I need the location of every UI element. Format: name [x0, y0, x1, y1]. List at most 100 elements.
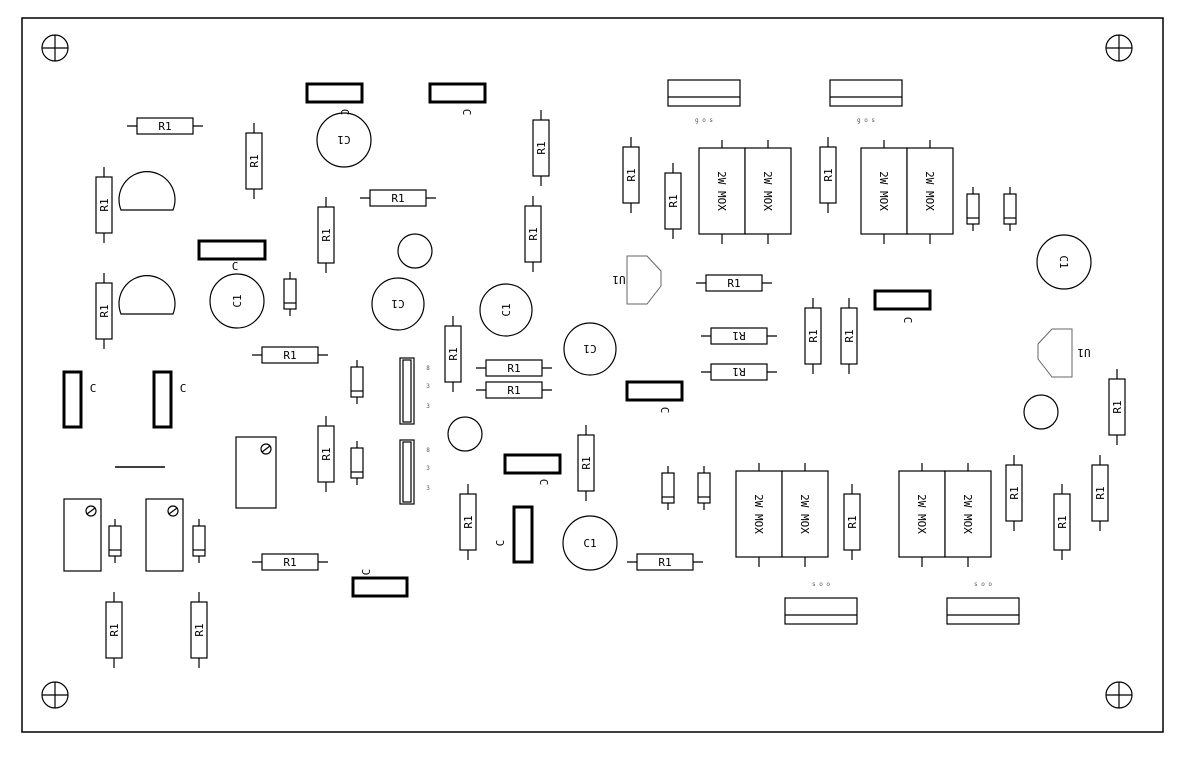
svg-text:R1: R1: [158, 120, 171, 133]
svg-text:R1: R1: [807, 329, 820, 342]
resistor: R1: [476, 359, 552, 377]
trimmer-pot: [235, 436, 277, 509]
trimmer-pot: [145, 498, 184, 572]
resistor: R1: [1005, 455, 1023, 531]
resistor: R1: [1108, 369, 1126, 445]
resistor: R1: [843, 484, 861, 560]
svg-text:2W MOX: 2W MOX: [915, 494, 928, 534]
svg-text:3: 3: [426, 465, 430, 472]
svg-text:C: C: [90, 382, 97, 395]
film-capacitor: C: [503, 453, 562, 485]
svg-text:R1: R1: [1111, 400, 1124, 413]
svg-text:R1: R1: [843, 329, 856, 342]
transistor: [118, 275, 176, 315]
svg-text:R1: R1: [667, 194, 680, 207]
trimmer-pot: [63, 498, 102, 572]
svg-text:C1: C1: [583, 342, 596, 355]
svg-text:R1: R1: [283, 349, 296, 362]
resistor: R1: [127, 117, 203, 135]
svg-text:R1: R1: [507, 362, 520, 375]
svg-text:3: 3: [426, 485, 430, 492]
svg-text:R1: R1: [507, 384, 520, 397]
resistor: R1: [190, 592, 208, 668]
header-connector: s o o: [946, 581, 1020, 625]
resistor: R1: [444, 316, 462, 392]
crosshair-circle-icon: [41, 34, 69, 62]
board-outline: [21, 17, 1164, 733]
regulator: U1: [612, 255, 662, 305]
resistor: R1: [252, 553, 328, 571]
svg-text:R1: R1: [283, 556, 296, 569]
transistor: [397, 233, 433, 269]
svg-text:C1: C1: [391, 297, 404, 310]
svg-text:R1: R1: [1094, 486, 1107, 499]
resistor: R1: [245, 123, 263, 199]
resistor: R1: [1091, 455, 1109, 531]
resistor: R1: [95, 167, 113, 243]
resistor: R1: [317, 416, 335, 492]
svg-text:R1: R1: [580, 456, 593, 469]
resistor: R1: [701, 363, 777, 381]
resistor: R1: [95, 273, 113, 349]
svg-text:R1: R1: [98, 198, 111, 211]
svg-text:R1: R1: [193, 623, 206, 636]
diode: [966, 187, 980, 231]
crosshair-circle-icon: [41, 681, 69, 709]
svg-text:R1: R1: [625, 168, 638, 181]
trimmer-screw-icon: [260, 443, 272, 455]
resistor: R1: [532, 110, 550, 186]
trimmer-screw-icon: [167, 505, 179, 517]
diode: [350, 360, 364, 404]
resistor: R1: [701, 327, 777, 345]
svg-text:R1: R1: [846, 515, 859, 528]
electrolytic-capacitor: C1: [1036, 234, 1092, 290]
regulator: U1: [1037, 328, 1091, 378]
svg-text:C: C: [494, 540, 507, 547]
svg-text:C1: C1: [231, 294, 244, 307]
svg-text:2W MOX: 2W MOX: [752, 494, 765, 534]
electrolytic-capacitor: C1: [371, 277, 425, 331]
header-connector: g o s: [667, 79, 741, 124]
svg-text:R1: R1: [658, 556, 671, 569]
svg-text:C: C: [658, 407, 671, 414]
svg-text:R1: R1: [1056, 515, 1069, 528]
svg-text:2W MOX: 2W MOX: [761, 171, 774, 211]
film-capacitor: C: [428, 82, 487, 115]
crosshair-circle-icon: [1105, 681, 1133, 709]
svg-text:2W MOX: 2W MOX: [923, 171, 936, 211]
resistor: R1: [360, 189, 436, 207]
svg-text:R1: R1: [732, 365, 745, 378]
diode: [697, 466, 711, 510]
sip-strip: 8 3 3: [399, 439, 430, 505]
diode: [350, 441, 364, 485]
electrolytic-capacitor: C1: [316, 112, 372, 168]
resistor: R1: [664, 163, 682, 239]
svg-text:R1: R1: [98, 304, 111, 317]
svg-text:C: C: [360, 569, 373, 576]
svg-text:R1: R1: [391, 192, 404, 205]
svg-text:s o o: s o o: [974, 581, 992, 588]
svg-text:R1: R1: [108, 623, 121, 636]
svg-text:8: 8: [426, 447, 430, 454]
svg-text:3: 3: [426, 383, 430, 390]
resistor: R1: [627, 553, 703, 571]
diode: [192, 519, 206, 563]
header-connector: g o s: [829, 79, 903, 124]
resistor: R1: [622, 137, 640, 213]
film-capacitor: C: [625, 380, 684, 414]
diode: [661, 466, 675, 510]
svg-text:C: C: [232, 260, 239, 273]
svg-text:C1: C1: [337, 133, 350, 146]
svg-text:2W MOX: 2W MOX: [715, 171, 728, 211]
electrolytic-capacitor: C1: [209, 273, 265, 329]
electrolytic-capacitor: C1: [563, 322, 617, 376]
svg-text:R1: R1: [320, 228, 333, 241]
svg-text:C: C: [338, 109, 351, 116]
svg-text:3: 3: [426, 403, 430, 410]
resistor: R1: [317, 197, 335, 273]
diode: [108, 519, 122, 563]
svg-text:R1: R1: [732, 329, 745, 342]
diode: [1003, 187, 1017, 231]
